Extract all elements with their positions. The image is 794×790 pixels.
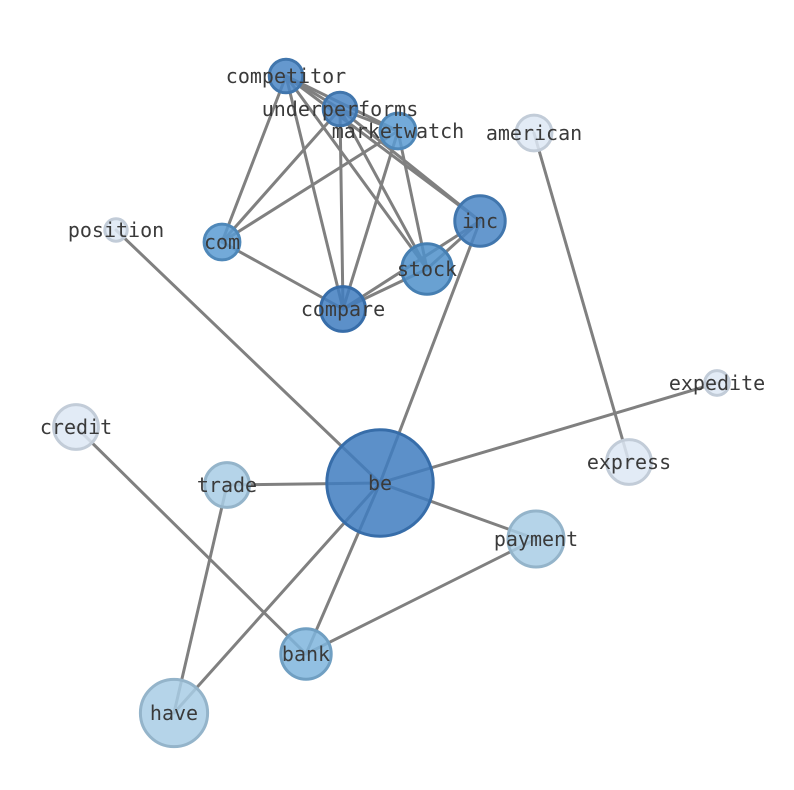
- node-label-stock: stock: [397, 257, 457, 281]
- node-inc[interactable]: [453, 194, 507, 248]
- node-layer: [52, 57, 731, 749]
- node-label-compare: compare: [301, 297, 385, 321]
- edge-position-be: [114, 228, 382, 485]
- node-have[interactable]: [138, 677, 210, 749]
- node-stock[interactable]: [400, 242, 454, 296]
- node-competitor[interactable]: [267, 57, 305, 95]
- node-express[interactable]: [605, 438, 653, 486]
- edge-marketwatch-com: [220, 129, 400, 244]
- node-trade[interactable]: [203, 461, 251, 509]
- node-bank[interactable]: [279, 627, 333, 681]
- node-label-express: express: [587, 450, 671, 474]
- node-label-bank: bank: [282, 642, 330, 666]
- node-label-competitor: competitor: [226, 64, 346, 88]
- node-label-be: be: [368, 471, 392, 495]
- edge-competitor-stock: [284, 74, 429, 271]
- edge-marketwatch-compare: [341, 129, 400, 311]
- edge-american-express: [532, 131, 631, 464]
- node-label-underperforms: underperforms: [262, 97, 419, 121]
- node-label-credit: credit: [40, 415, 112, 439]
- node-position[interactable]: [103, 217, 129, 243]
- edge-layer: [74, 74, 719, 715]
- node-marketwatch[interactable]: [378, 111, 418, 151]
- edge-trade-have: [172, 483, 229, 715]
- edge-credit-bank: [74, 425, 308, 656]
- node-com[interactable]: [202, 222, 242, 262]
- node-credit[interactable]: [52, 403, 100, 451]
- node-american[interactable]: [514, 113, 554, 153]
- node-underperforms[interactable]: [321, 90, 359, 128]
- node-payment[interactable]: [506, 509, 566, 569]
- edge-payment-bank: [304, 537, 538, 656]
- edge-expedite-be: [378, 381, 719, 485]
- node-label-payment: payment: [494, 527, 578, 551]
- node-label-com: com: [204, 230, 240, 254]
- node-label-expedite: expedite: [669, 371, 765, 395]
- edge-underperforms-inc: [338, 107, 482, 223]
- node-expedite[interactable]: [703, 369, 731, 397]
- node-label-inc: inc: [462, 209, 498, 233]
- edge-competitor-compare: [284, 74, 345, 311]
- node-be[interactable]: [325, 428, 435, 538]
- node-label-position: position: [68, 218, 164, 242]
- edge-underperforms-com: [220, 107, 342, 244]
- node-label-trade: trade: [197, 473, 257, 497]
- edge-competitor-com: [220, 74, 288, 244]
- node-label-have: have: [150, 701, 198, 725]
- edge-underperforms-compare: [338, 107, 345, 311]
- node-compare[interactable]: [319, 285, 367, 333]
- node-label-marketwatch: marketwatch: [332, 119, 464, 143]
- edge-underperforms-stock: [338, 107, 429, 271]
- node-label-american: american: [486, 121, 582, 145]
